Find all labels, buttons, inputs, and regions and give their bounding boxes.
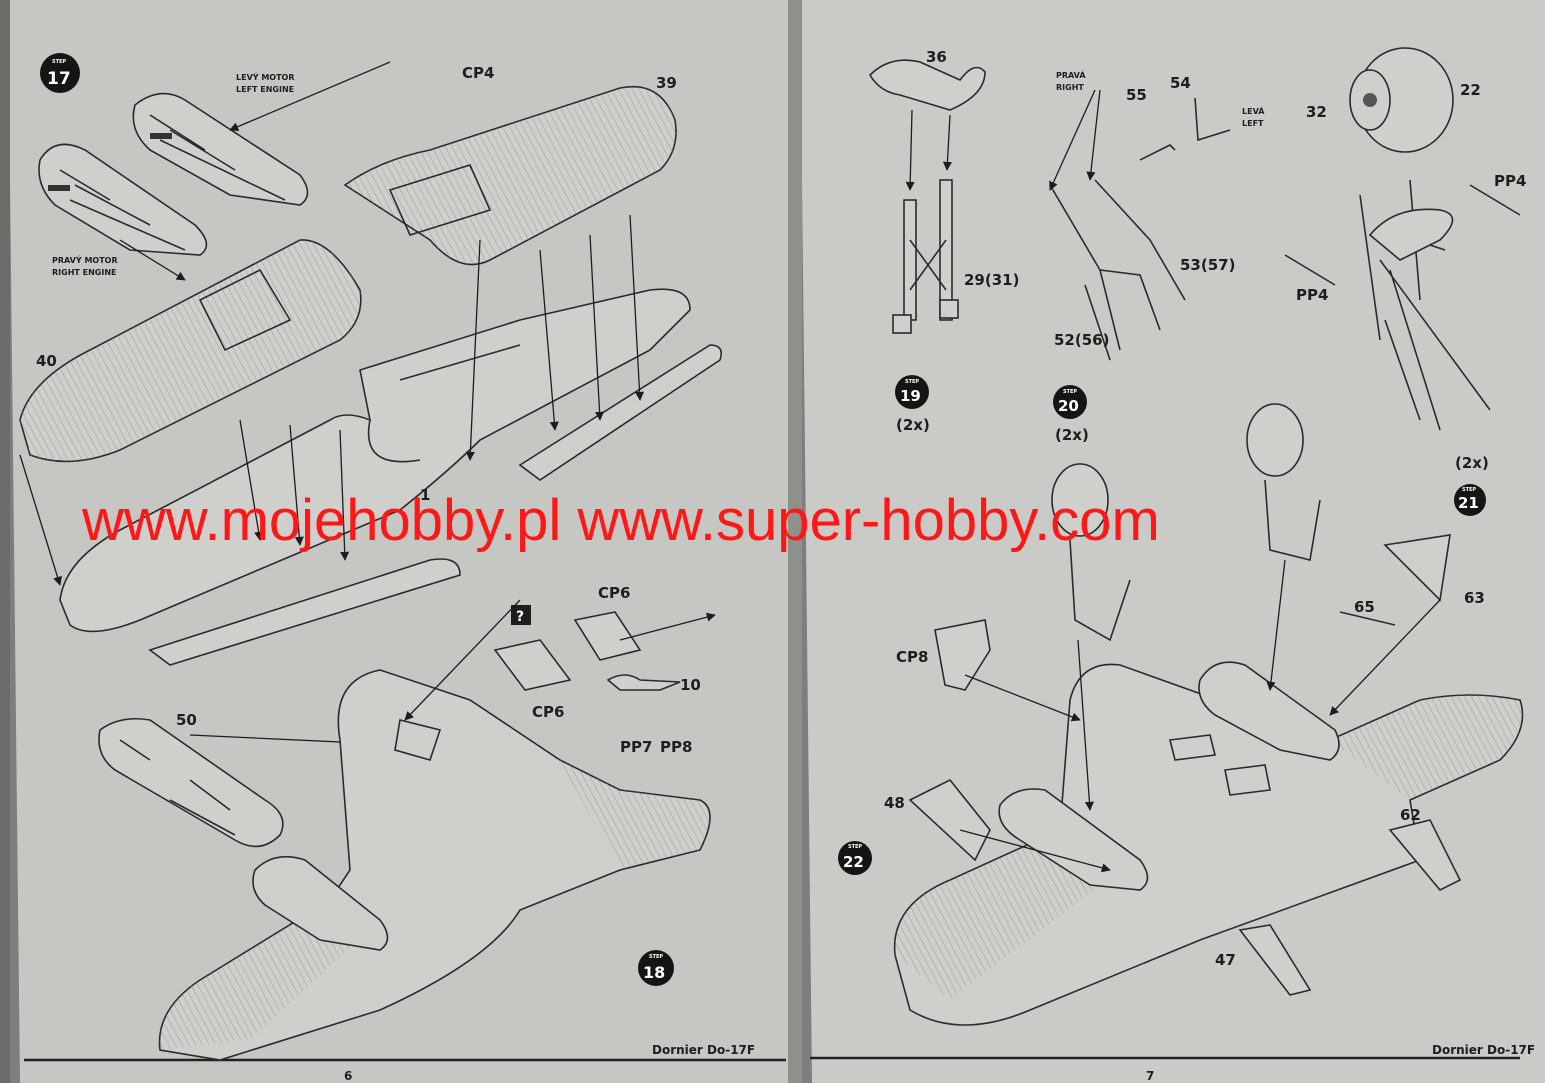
part-36-label: 36 [926, 48, 947, 66]
svg-text:STEP: STEP [848, 844, 862, 850]
right-page-number: 7 [1146, 1069, 1154, 1083]
aileron-strips [148, 344, 723, 666]
part-32-label: 32 [1306, 103, 1327, 121]
step-19-badge: STEP 19 [895, 375, 929, 409]
step-17-badge: STEP 17 [40, 53, 80, 93]
part-pp7-label: PP7 [620, 738, 652, 756]
svg-text:STEP: STEP [1462, 487, 1476, 493]
part-65-label: 65 [1354, 598, 1375, 616]
part-22-label: 22 [1460, 81, 1481, 99]
part-cp6-label-bottom: CP6 [532, 703, 564, 721]
step-22-badge: STEP 22 [838, 841, 872, 875]
lower-wing-part [59, 288, 691, 633]
svg-text:STEP: STEP [1063, 389, 1077, 395]
left-engine-label: LEFT ENGINE [236, 85, 294, 94]
leva-label: LEVÁ [1242, 105, 1265, 116]
right-footer-title: Dornier Do-17F [1432, 1043, 1535, 1057]
part-10-label: 10 [680, 676, 701, 694]
left-wing-upper-part [19, 239, 362, 463]
left-shadow [0, 0, 10, 1083]
step22-fuselage-assembly [893, 661, 1524, 1026]
part-pp4-label-right: PP4 [1494, 172, 1526, 190]
step20-strut-drawing [1049, 89, 1231, 361]
step19-strut-drawing [868, 59, 986, 334]
step17-arrows [19, 61, 645, 586]
part-1x-label: 1 [420, 486, 430, 504]
step-18-badge: STEP 18 [638, 950, 674, 986]
page-gutter [788, 0, 802, 1083]
svg-text:17: 17 [47, 69, 71, 89]
step-21-badge: STEP 21 [1454, 484, 1486, 516]
part-cp4-label: CP4 [462, 64, 494, 82]
prava-label: PRAVÁ [1056, 69, 1086, 80]
part-39-label: 39 [656, 74, 677, 92]
left-engine-nacelle [132, 92, 309, 206]
part-53-57-label: 53(57) [1180, 256, 1235, 274]
part-cp8-label: CP8 [896, 648, 928, 666]
svg-text:STEP: STEP [649, 954, 663, 960]
part-54-label: 54 [1170, 74, 1191, 92]
step-20-quantity: (2x) [1055, 426, 1089, 444]
part-50-label: 50 [176, 711, 197, 729]
part-62-label: 62 [1400, 806, 1421, 824]
step18-markers: ? [511, 605, 531, 625]
svg-text:?: ? [516, 609, 524, 625]
svg-text:18: 18 [643, 963, 665, 982]
levy-motor-label: LEVÝ MOTOR [236, 71, 295, 82]
step-20-badge: STEP 20 [1053, 385, 1087, 419]
watermark-text: www.mojehobby.pl www.super-hobby.com [81, 488, 1160, 553]
svg-text:STEP: STEP [905, 379, 919, 385]
svg-text:21: 21 [1458, 494, 1479, 512]
part-63-label: 63 [1464, 589, 1485, 607]
right-wing-upper-part [343, 86, 677, 266]
svg-text:STEP: STEP [52, 59, 66, 65]
part-55-label: 55 [1126, 86, 1147, 104]
part-29-31-label: 29(31) [964, 271, 1019, 289]
step18-small-parts [404, 599, 716, 721]
step-19-quantity: (2x) [896, 416, 930, 434]
right-engine-nacelle [38, 143, 208, 256]
part-40-label: 40 [36, 352, 57, 370]
part-pp4-label-left: PP4 [1296, 286, 1328, 304]
left-footer-title: Dornier Do-17F [652, 1043, 755, 1057]
canopy-part-50 [98, 717, 284, 848]
svg-text:19: 19 [900, 387, 921, 405]
right-label: RIGHT [1056, 83, 1084, 92]
step21-wheel-drawing [1284, 47, 1521, 431]
pravy-motor-label: PRAVÝ MOTOR [52, 254, 118, 265]
part-52-56-label: 52(56) [1054, 331, 1109, 349]
step22-wheels [1051, 403, 1321, 811]
right-engine-label: RIGHT ENGINE [52, 268, 117, 277]
step22-small-parts [908, 534, 1462, 996]
part-48-label: 48 [884, 794, 905, 812]
part-pp8-label: PP8 [660, 738, 692, 756]
part-cp6-label-top: CP6 [598, 584, 630, 602]
svg-text:22: 22 [843, 853, 864, 871]
step-21-quantity: (2x) [1455, 454, 1489, 472]
left-page-number: 6 [344, 1069, 352, 1083]
part-47-label: 47 [1215, 951, 1236, 969]
left-label: LEFT [1242, 119, 1264, 128]
svg-text:20: 20 [1058, 397, 1079, 415]
step18-fuselage-assembly [158, 669, 711, 1061]
